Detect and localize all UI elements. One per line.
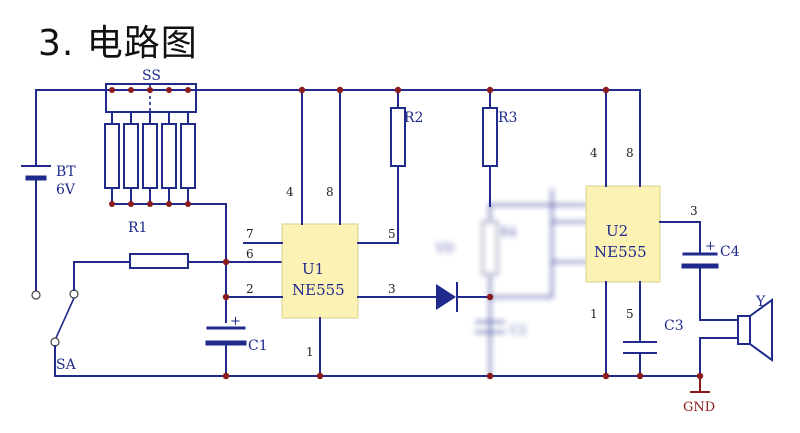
u2-pin5: 5 [626, 307, 634, 321]
junction-nodes [109, 86, 704, 380]
u2-label: U2 [606, 222, 628, 240]
battery-voltage-label: 6V [56, 182, 76, 198]
ss-label: SS [142, 68, 161, 84]
diode-vd [436, 282, 491, 312]
resistor-r3 [482, 89, 498, 207]
u1-pin2: 2 [246, 282, 254, 296]
u1-pin5: 5 [388, 227, 396, 241]
u1-pin3: 3 [388, 282, 396, 296]
u2-type-label: NE555 [594, 243, 647, 261]
gnd-label: GND [683, 400, 715, 415]
capacitor-c1 [205, 326, 247, 377]
c2-label: C2 [510, 323, 527, 337]
u2-pin3: 3 [690, 204, 698, 218]
u2-chip [585, 185, 661, 283]
u1-pin7: 7 [246, 227, 254, 241]
capacitor-c4 [681, 221, 739, 321]
c3-label: C3 [664, 318, 684, 334]
r3-label: R3 [498, 110, 517, 126]
c4-label: C4 [720, 244, 740, 260]
u1-pin-wires [225, 89, 437, 377]
u1-type-label: NE555 [292, 281, 345, 299]
r4-label: R4 [500, 225, 517, 239]
vd-label: VD [435, 241, 454, 255]
u2-pin1: 1 [590, 307, 598, 321]
resistor-r2 [390, 89, 406, 244]
switch-sa [50, 261, 131, 377]
c4-plus-sign: + [705, 239, 716, 254]
speaker-label: Y [755, 294, 766, 310]
r1-label: R1 [128, 220, 147, 236]
u1-label: U1 [302, 260, 324, 278]
u1-pin4: 4 [286, 185, 294, 199]
u1-pin8: 8 [326, 185, 334, 199]
page-title: 3. 电路图 [38, 23, 198, 64]
u1-pin1: 1 [306, 345, 314, 359]
speaker-y [699, 298, 773, 377]
blurred-region: C2 R4 [475, 189, 587, 377]
resistor-r4 [129, 253, 283, 269]
switch-label: SA [56, 357, 77, 373]
capacitor-c3 [623, 341, 657, 354]
r2-label: R2 [404, 110, 423, 126]
c1-label: C1 [248, 338, 268, 354]
u2-pin4: 4 [590, 146, 598, 160]
battery-bt [21, 89, 51, 300]
u2-pin-wires [605, 89, 701, 377]
ss-resistor-bank [104, 83, 227, 323]
battery-label: BT [56, 164, 76, 180]
u2-pin8: 8 [626, 146, 634, 160]
c1-plus-sign: + [230, 314, 241, 329]
u1-pin6: 6 [246, 247, 254, 261]
